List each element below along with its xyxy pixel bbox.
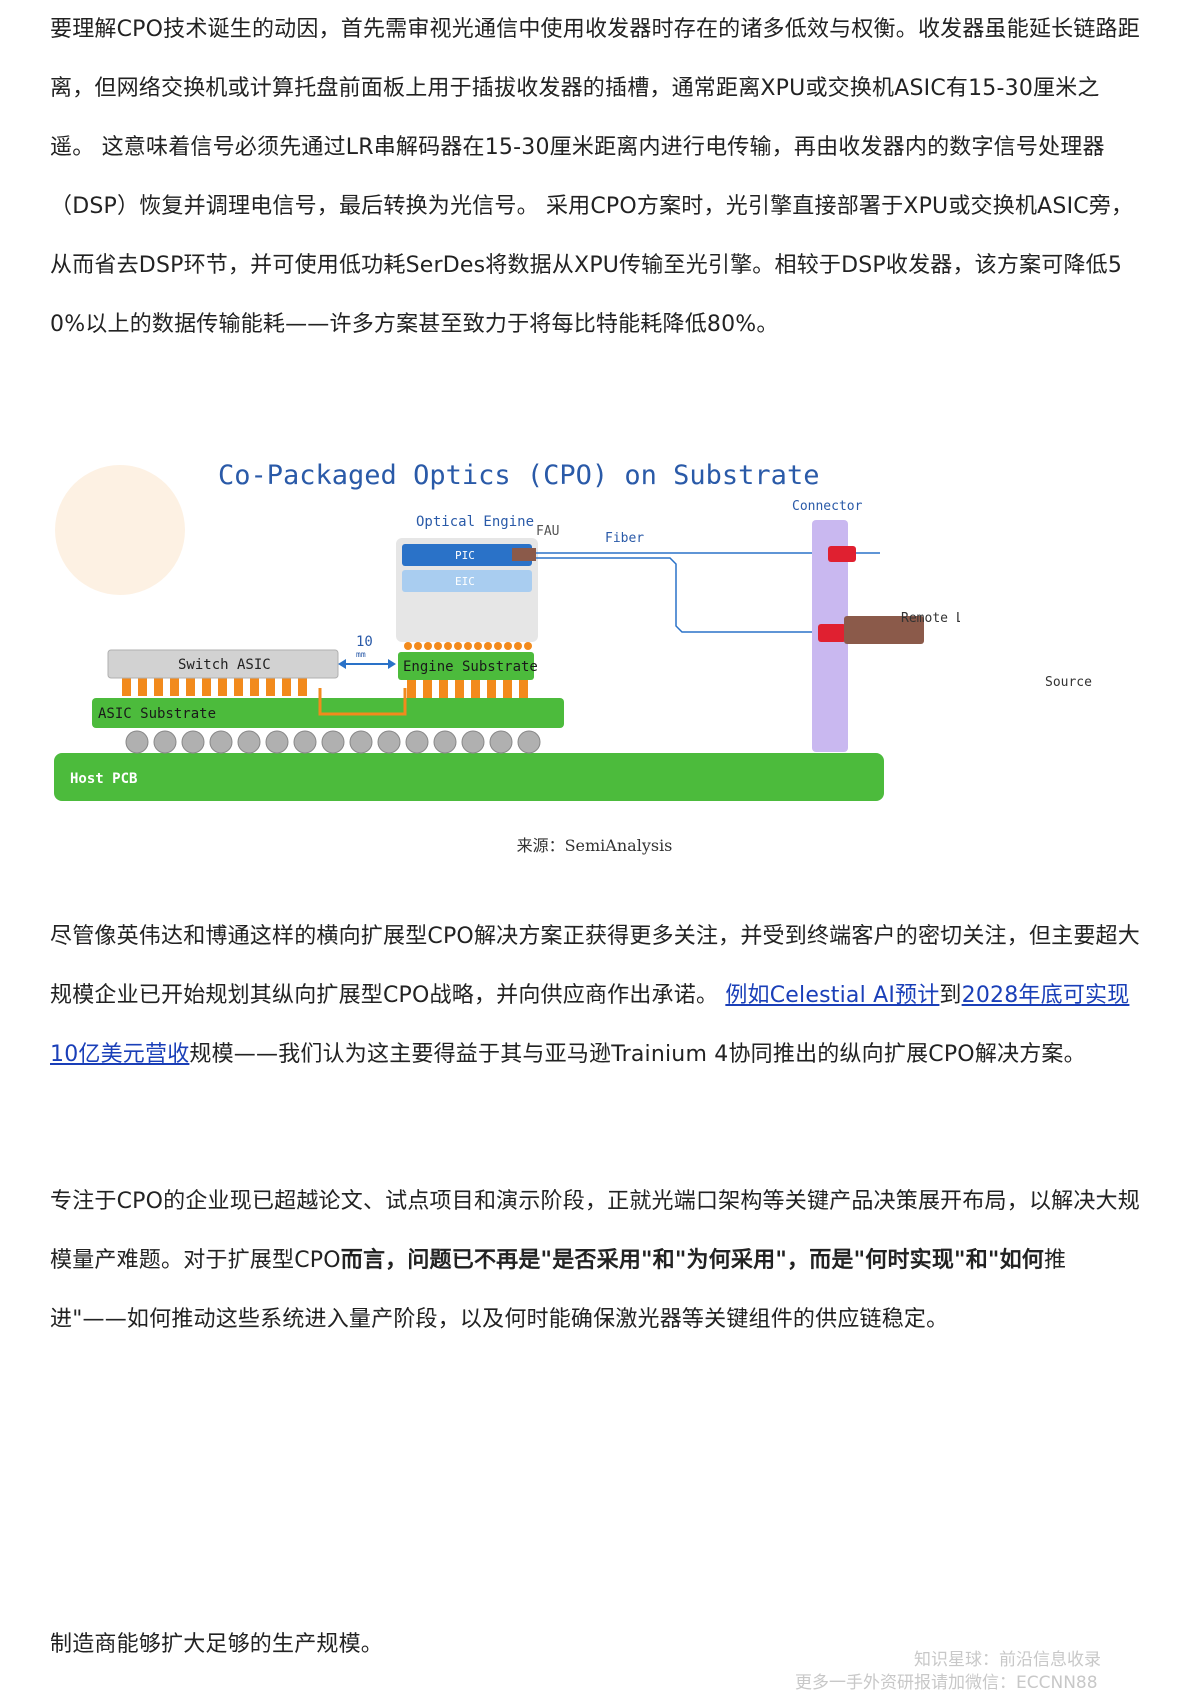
connector-port-bottom (818, 624, 846, 642)
connector-port-top (828, 546, 856, 562)
remote-laser-label-2: Source (1045, 675, 1092, 690)
paragraph-scale-up-cpo: 尽管像英伟达和博通这样的横向扩展型CPO解决方案正获得更多关注，并受到终端客户的… (50, 907, 1140, 1084)
pic-label: PIC (455, 549, 475, 562)
figure-caption: 来源：SemiAnalysis (516, 836, 673, 855)
engine-substrate-bumps (407, 680, 528, 698)
switch-asic-bumps (122, 678, 307, 696)
paragraph-closing: 制造商能够扩大足够的生产规模。 (50, 1632, 384, 1657)
paragraph-2-text-b: 到 (939, 983, 962, 1008)
engine-substrate-label: Engine Substrate (403, 659, 538, 675)
paragraph-2-text-c: 规模——我们认为这主要得益于其与亚马逊Trainium 4协同推出的纵向扩展CP… (189, 1042, 1086, 1067)
diagram-title: Co-Packaged Optics (CPO) on Substrate (218, 460, 819, 491)
eic-label: EIC (455, 575, 475, 588)
connector-label: Connector (792, 499, 863, 514)
watermark-logo-icon (55, 465, 185, 595)
remote-laser-source (844, 616, 924, 644)
watermark-line-2: 更多一手外资研报请加微信：ECCNN88 (795, 1673, 1098, 1693)
substrate-trace (318, 688, 407, 716)
cpo-diagram: Co-Packaged Optics (CPO) on Substrate Ho… (50, 450, 995, 820)
fiber-label: Fiber (605, 531, 644, 546)
paragraph-3-text-c: 推进"——如何推动这些系统进入量产阶段，以及何时能确保激光器等关键组件的供应链稳… (50, 1248, 1067, 1332)
pic (402, 544, 532, 566)
eic (402, 570, 532, 592)
eic-micro-bumps (404, 642, 532, 650)
remote-laser-label-1: Remote Laser (901, 611, 960, 626)
watermark-line-1: 知识星球：前沿信息收录 (914, 1650, 1101, 1670)
host-pcb (54, 753, 884, 801)
engine-substrate (398, 652, 534, 680)
fau-label: FAU (536, 524, 559, 539)
distance-value: 10 (356, 634, 373, 650)
bga-balls (125, 730, 541, 754)
asic-substrate-label: ASIC Substrate (98, 706, 216, 722)
link-revenue-2028[interactable]: 2028年底可实现10亿美元营收 (50, 983, 1130, 1067)
fau (512, 548, 536, 561)
link-celestial-ai[interactable]: 例如Celestial AI预计 (725, 983, 940, 1008)
paragraph-cpo-motivation: 要理解CPO技术诞生的动因，首先需审视光通信中使用收发器时存在的诸多低效与权衡。… (50, 17, 1140, 337)
paragraph-mass-production: 专注于CPO的企业现已超越论文、试点项目和演示阶段，正就光端口架构等关键产品决策… (50, 1172, 1140, 1349)
cpo-diagram-svg: Co-Packaged Optics (CPO) on Substrate Ho… (54, 460, 995, 801)
host-pcb-label: Host PCB (70, 771, 137, 787)
paragraph-3-text-a: 专注于CPO的企业现已超越论文、试点项目和演示阶段，正就光端口架构等关键产品决策… (50, 1189, 1140, 1273)
switch-asic-label: Switch ASIC (178, 657, 271, 673)
paragraph-2-text-a: 尽管像英伟达和博通这样的横向扩展型CPO解决方案正获得更多关注，并受到终端客户的… (50, 924, 1140, 1008)
arrow-right-icon (388, 659, 396, 669)
distance-unit: mm (356, 650, 366, 659)
fiber-bottom (536, 557, 820, 633)
optical-engine-label: Optical Engine (416, 514, 534, 530)
arrow-left-icon (338, 659, 346, 669)
paragraph-3-bold: 而言，问题已不再是"是否采用"和"为何采用"，而是"何时实现"和"如何 (340, 1248, 1044, 1273)
